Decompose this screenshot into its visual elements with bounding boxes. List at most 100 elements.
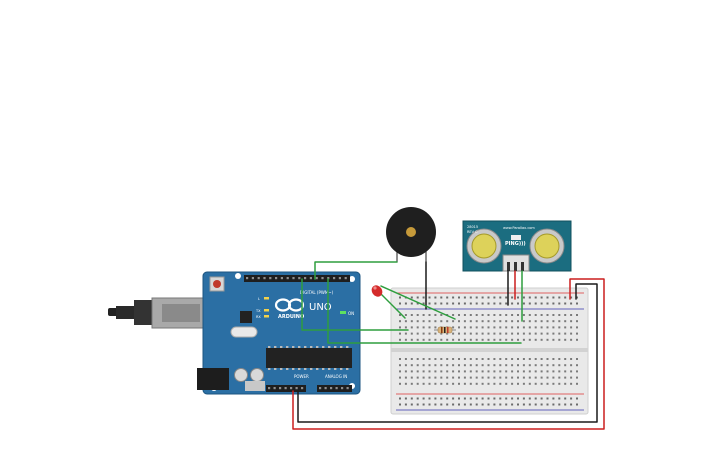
rail-hole (558, 302, 561, 305)
terminal-hole (576, 338, 578, 341)
terminal-hole (511, 382, 514, 385)
terminal-hole (446, 370, 449, 373)
terminal-hole (558, 314, 561, 316)
ping-ultrasonic-sensor[interactable]: 28015 REV C www.Parallax.com PING))) (462, 220, 572, 272)
breadboard[interactable] (390, 287, 589, 415)
terminal-hole (422, 358, 425, 360)
terminal-hole (505, 326, 508, 329)
terminal-hole (463, 358, 466, 360)
terminal-hole (404, 338, 407, 341)
power-led (340, 311, 346, 314)
terminal-hole (446, 320, 449, 323)
terminal-hole (493, 364, 496, 367)
rail-hole (458, 397, 460, 400)
terminal-hole (487, 326, 490, 329)
sensor-part-number: 28015 (467, 225, 478, 229)
terminal-hole (440, 382, 443, 385)
terminal-hole (540, 320, 543, 323)
terminal-hole (522, 370, 525, 373)
wire-gnd-black[interactable] (297, 283, 598, 423)
rail-hole (410, 397, 413, 400)
terminal-hole (517, 320, 519, 323)
terminal-hole (505, 314, 508, 316)
terminal-hole (440, 364, 443, 367)
header-pin (251, 277, 254, 280)
rail-hole (475, 296, 478, 299)
header-pin (301, 387, 304, 390)
terminal-hole (546, 358, 549, 360)
terminal-hole (522, 358, 525, 360)
rail-hole (404, 403, 407, 406)
led-tx (264, 309, 269, 312)
terminal-hole (463, 314, 466, 316)
terminal-hole (404, 382, 407, 385)
terminal-hole (416, 358, 419, 360)
rail-hole (564, 296, 567, 299)
terminal-hole (528, 320, 531, 323)
terminal-hole (463, 338, 466, 341)
terminal-hole (517, 314, 519, 316)
header-pin (273, 387, 276, 390)
rail-hole (428, 403, 431, 406)
wire-buzzer-green[interactable] (314, 261, 398, 280)
header-pin (257, 277, 260, 280)
rail-hole (446, 296, 449, 299)
terminal-hole (469, 326, 472, 329)
terminal-hole (552, 326, 555, 329)
terminal-hole (499, 364, 502, 367)
terminal-hole (493, 370, 496, 373)
terminal-hole (517, 332, 519, 335)
terminal-hole (410, 338, 413, 341)
chip-pin (316, 368, 319, 370)
terminal-hole (522, 332, 525, 335)
terminal-hole (540, 364, 543, 367)
wire-sensor-signal-green[interactable] (327, 278, 522, 344)
terminal-hole (534, 338, 537, 341)
rail-hole (505, 302, 508, 305)
wire-5v-red[interactable] (292, 278, 605, 430)
rail-hole (469, 296, 472, 299)
chip-pin (310, 368, 313, 370)
terminal-hole (540, 358, 543, 360)
wire-led-green[interactable] (301, 278, 409, 331)
terminal-hole (481, 364, 484, 367)
terminal-hole (511, 332, 514, 335)
sensor-pin-gnd (507, 262, 510, 271)
terminal-hole (440, 332, 443, 335)
terminal-hole (558, 326, 561, 329)
terminal-hole (552, 358, 555, 360)
rail-hole (493, 302, 496, 305)
header-pin (298, 277, 301, 280)
rail-hole (404, 397, 407, 400)
terminal-hole (416, 332, 419, 335)
status-leds: L TX RX (255, 297, 269, 319)
piezo-buzzer[interactable] (386, 207, 436, 262)
terminal-hole (570, 364, 573, 367)
terminal-hole (410, 370, 413, 373)
mount-hole (235, 273, 241, 279)
wire-led-leg2-green[interactable] (380, 285, 456, 320)
rail-hole (440, 296, 443, 299)
terminal-hole (434, 338, 437, 341)
wire-led-leg-green[interactable] (376, 289, 406, 319)
terminal-hole (487, 320, 490, 323)
terminal-hole (422, 326, 425, 329)
header-pin (286, 277, 289, 280)
rail-hole (493, 397, 496, 400)
terminal-hole (458, 314, 460, 316)
arduino-uno[interactable]: DIGITAL (PWM~) ARDUINO UNO ON L TX RX (108, 271, 361, 395)
terminal-hole (570, 338, 573, 341)
rail-hole (511, 403, 514, 406)
header-pin (290, 387, 293, 390)
rail-hole (511, 296, 514, 299)
terminal-hole (522, 320, 525, 323)
terminal-hole (499, 326, 502, 329)
resistor[interactable] (434, 326, 456, 334)
terminal-hole (564, 314, 567, 316)
red-led[interactable] (369, 283, 384, 299)
chip-pin (346, 368, 349, 370)
header-pin (330, 387, 333, 390)
terminal-hole (576, 370, 578, 373)
terminal-hole (546, 364, 549, 367)
